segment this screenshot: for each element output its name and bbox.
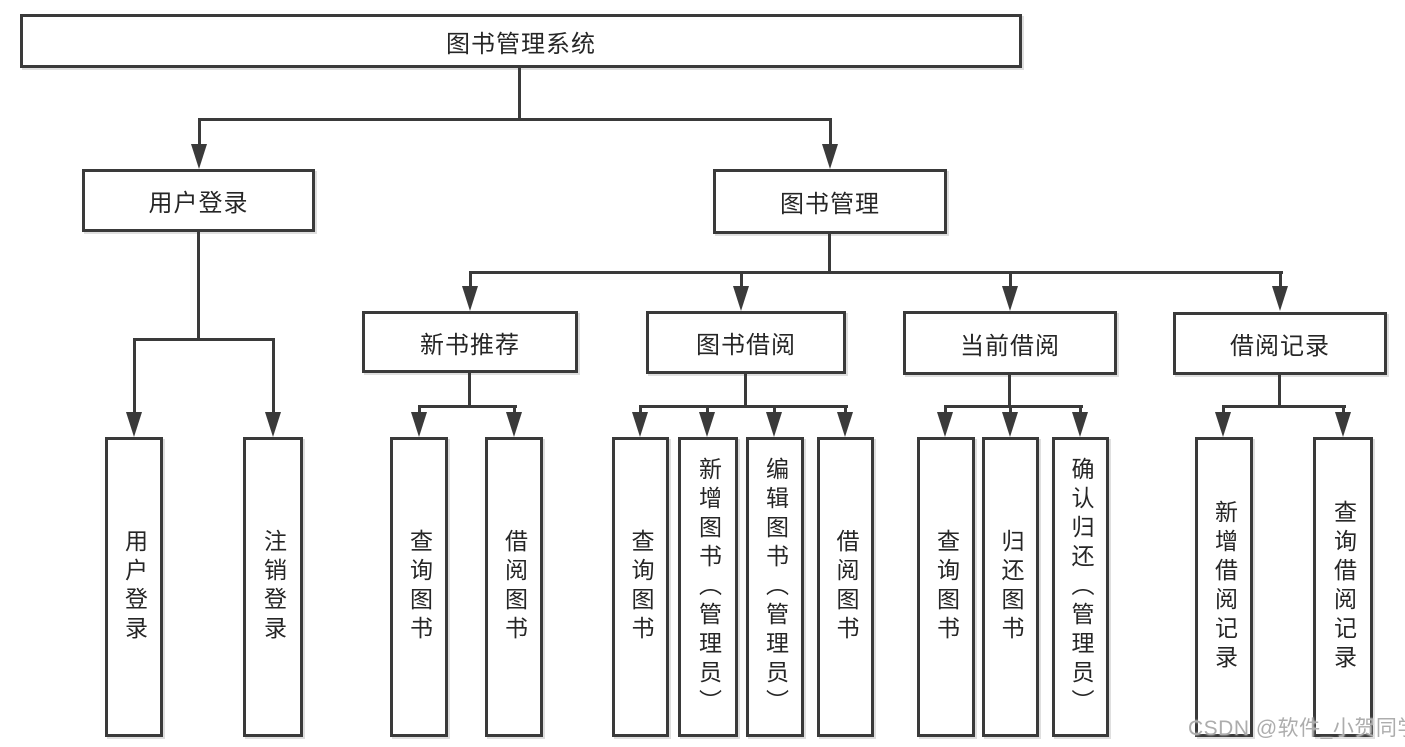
edge-bookborrow-rail: [639, 405, 848, 408]
arrow-down-icon: [265, 338, 281, 437]
leaf-user-login: 用户登录: [105, 437, 163, 737]
csdn-watermark: CSDN @软件_小贺同学: [1188, 717, 1405, 740]
leaf-currentborrow-confirm: 确认归还（管理员）: [1052, 437, 1109, 737]
leaf-borrowrecord-query-label: 查询借阅记录: [1330, 500, 1357, 674]
arrow-down-icon: [1002, 271, 1018, 311]
leaf-newbook-query: 查询图书: [390, 437, 448, 737]
leaf-currentborrow-query-label: 查询图书: [933, 529, 960, 645]
edge-user-rail: [133, 338, 275, 341]
edge-currentborrow-rail: [944, 405, 1083, 408]
arrow-down-icon: [837, 405, 853, 437]
arrow-down-icon: [937, 405, 953, 437]
leaf-newbook-borrow-label: 借阅图书: [501, 529, 528, 645]
arrow-down-icon: [632, 405, 648, 437]
node-current-borrow: 当前借阅: [903, 311, 1117, 375]
leaf-bookborrow-borrow: 借阅图书: [817, 437, 874, 737]
arrow-down-icon: [1072, 405, 1088, 437]
node-new-book: 新书推荐: [362, 311, 578, 373]
edge-newbook-drop: [468, 372, 471, 407]
node-user-login: 用户登录: [82, 169, 315, 232]
leaf-newbook-borrow: 借阅图书: [485, 437, 543, 737]
node-book-mgmt: 图书管理: [713, 169, 947, 234]
arrow-down-icon: [1002, 405, 1018, 437]
arrow-down-icon: [766, 405, 782, 437]
leaf-currentborrow-query: 查询图书: [917, 437, 975, 737]
arrow-down-icon: [822, 118, 838, 169]
arrow-down-icon: [1272, 271, 1288, 311]
arrow-down-icon: [506, 405, 522, 437]
arrow-down-icon: [733, 271, 749, 311]
leaf-bookborrow-query-label: 查询图书: [628, 529, 654, 645]
arrow-down-icon: [411, 405, 427, 437]
leaf-borrowrecord-add-label: 新增借阅记录: [1211, 500, 1238, 674]
node-root: 图书管理系统: [20, 14, 1022, 68]
leaf-user-login-label: 用户登录: [121, 529, 148, 645]
edge-level1-rail: [198, 118, 832, 121]
node-borrow-record: 借阅记录: [1173, 312, 1387, 375]
edge-newbook-rail: [418, 405, 517, 408]
leaf-currentborrow-return-label: 归还图书: [998, 529, 1024, 645]
arrow-down-icon: [191, 118, 207, 169]
leaf-borrowrecord-add: 新增借阅记录: [1195, 437, 1253, 737]
edge-mgmt-rail: [469, 271, 1283, 274]
leaf-bookborrow-query: 查询图书: [612, 437, 669, 737]
leaf-bookborrow-add-label: 新增图书（管理员）: [695, 456, 722, 718]
leaf-logout-label: 注销登录: [260, 529, 287, 645]
leaf-currentborrow-return: 归还图书: [982, 437, 1039, 737]
leaf-currentborrow-confirm-label: 确认归还（管理员）: [1068, 456, 1094, 718]
leaf-bookborrow-borrow-label: 借阅图书: [833, 529, 859, 645]
edge-mgmt-drop: [828, 233, 831, 274]
leaf-bookborrow-add: 新增图书（管理员）: [678, 437, 738, 737]
arrow-down-icon: [1335, 405, 1351, 437]
edge-borrowrecord-drop: [1278, 374, 1281, 407]
edge-borrowrecord-rail: [1222, 405, 1346, 408]
arrow-down-icon: [1215, 405, 1231, 437]
leaf-bookborrow-edit: 编辑图书（管理员）: [746, 437, 804, 737]
arrow-down-icon: [462, 271, 478, 311]
leaf-newbook-query-label: 查询图书: [406, 529, 433, 645]
leaf-bookborrow-edit-label: 编辑图书（管理员）: [762, 456, 789, 718]
edge-bookborrow-drop: [744, 373, 747, 407]
arrow-down-icon: [126, 338, 142, 437]
edge-currentborrow-drop: [1008, 374, 1011, 407]
leaf-borrowrecord-query: 查询借阅记录: [1313, 437, 1373, 737]
node-book-borrow: 图书借阅: [646, 311, 846, 374]
edge-root-drop: [518, 66, 521, 121]
edge-user-drop: [197, 231, 200, 339]
arrow-down-icon: [699, 405, 715, 437]
leaf-logout: 注销登录: [243, 437, 303, 737]
